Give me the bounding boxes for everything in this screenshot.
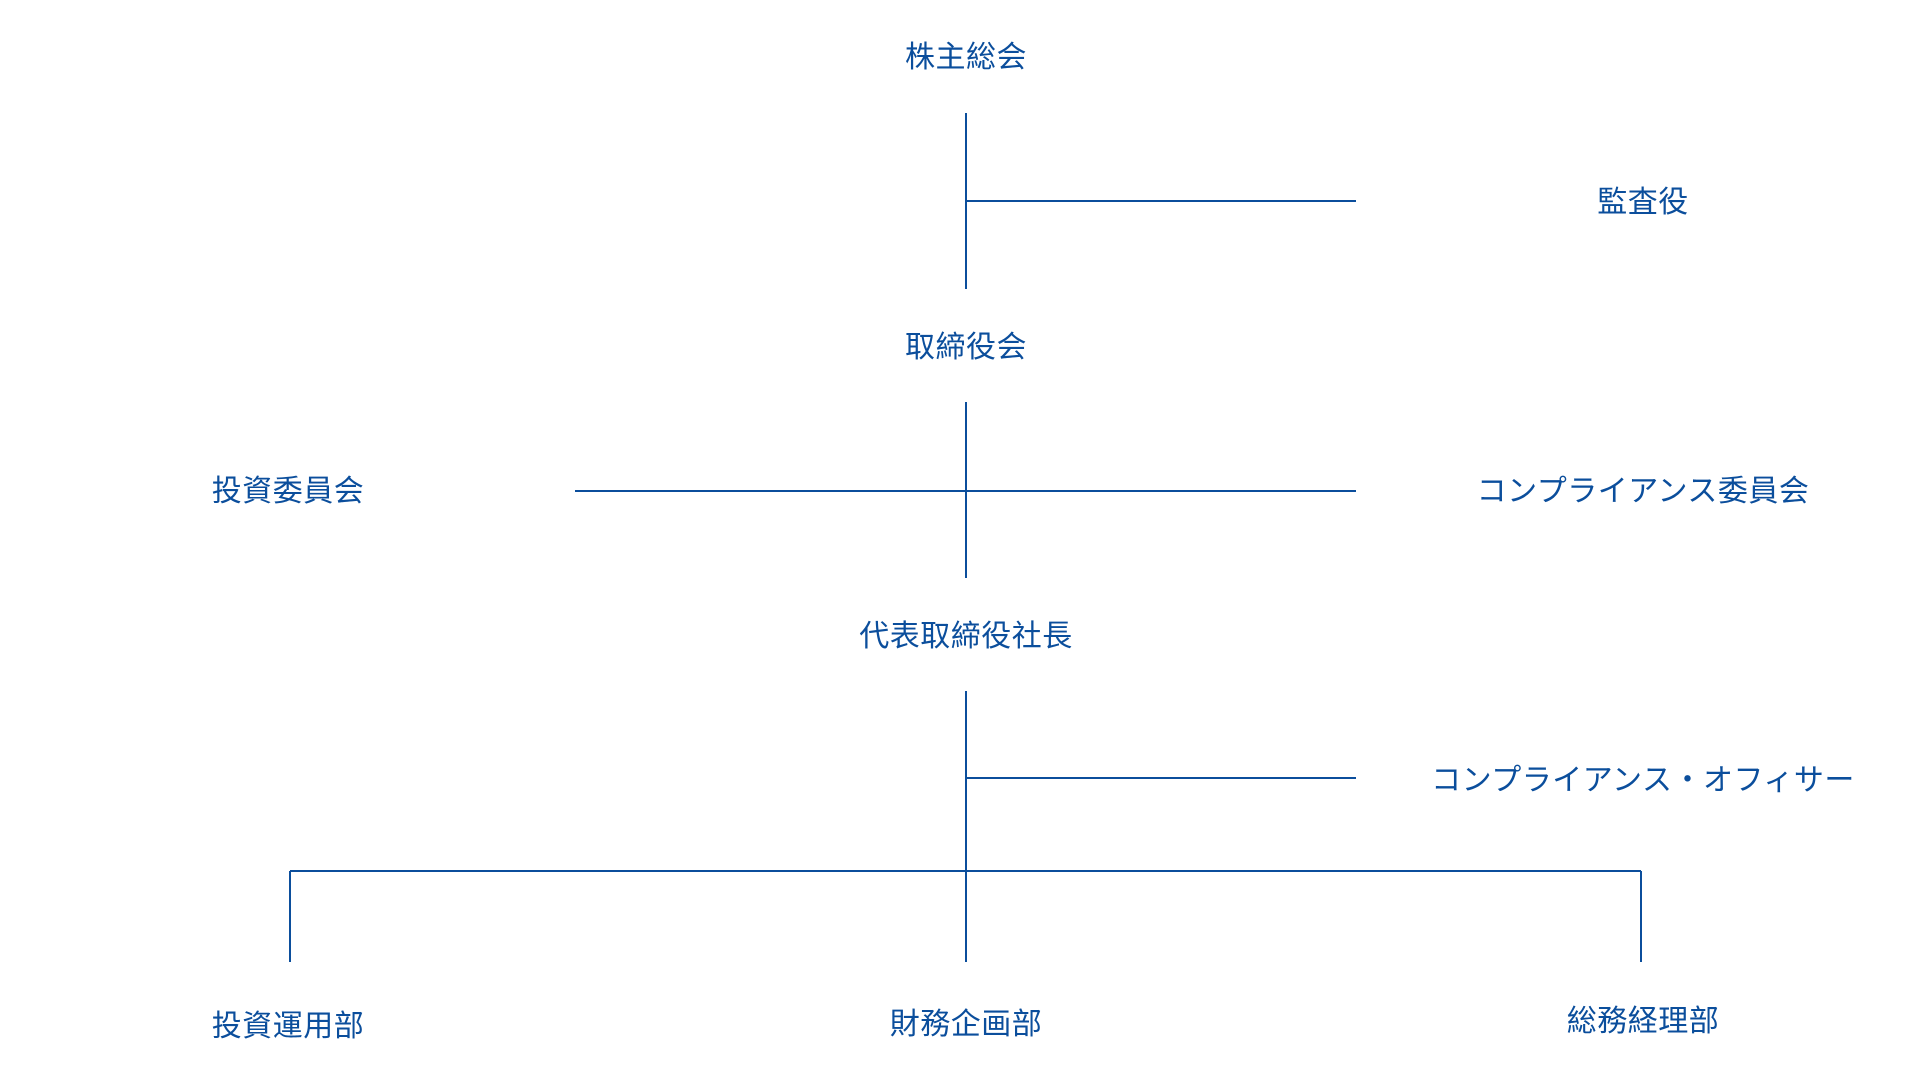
node-finance-planning-dept: 財務企画部 bbox=[889, 1007, 1043, 1042]
node-general-affairs-accounting-dept: 総務経理部 bbox=[1566, 1004, 1720, 1039]
node-board-of-directors: 取締役会 bbox=[905, 330, 1027, 365]
node-auditor: 監査役 bbox=[1597, 185, 1689, 220]
node-compliance-committee: コンプライアンス委員会 bbox=[1476, 474, 1810, 509]
node-compliance-officer: コンプライアンス・オフィサー bbox=[1431, 763, 1855, 798]
node-investment-committee: 投資委員会 bbox=[211, 474, 365, 509]
node-investment-management-dept: 投資運用部 bbox=[211, 1009, 365, 1044]
node-shareholders-meeting: 株主総会 bbox=[905, 40, 1027, 75]
node-president: 代表取締役社長 bbox=[859, 619, 1073, 654]
